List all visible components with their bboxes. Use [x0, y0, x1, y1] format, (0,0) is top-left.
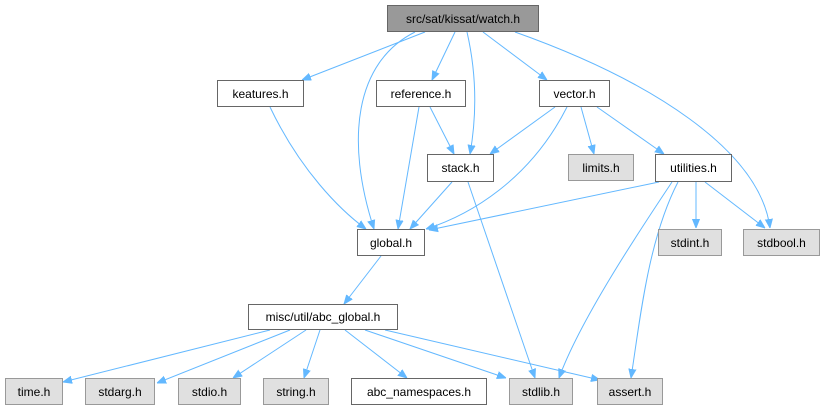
edge-global-abc-global	[344, 255, 382, 304]
edge-stack-stdlib	[467, 181, 535, 378]
node-keatures-h[interactable]: keatures.h	[217, 80, 304, 107]
node-global-h[interactable]: global.h	[357, 229, 425, 256]
edge-vector-limits	[580, 106, 594, 154]
edge-watch-stack	[466, 31, 475, 154]
edge-utilities-stdbool	[704, 181, 765, 228]
edge-abc-global-assert	[384, 329, 600, 380]
node-reference-h[interactable]: reference.h	[376, 80, 466, 107]
node-assert-h: assert.h	[597, 378, 663, 405]
node-stack-h[interactable]: stack.h	[427, 154, 494, 182]
edge-watch-reference	[432, 31, 456, 80]
edge-abc-global-abc-namespaces	[344, 329, 407, 378]
node-watch-h[interactable]: src/sat/kissat/watch.h	[387, 5, 539, 32]
edge-utilities-global	[429, 181, 660, 230]
edge-reference-stack	[429, 106, 454, 154]
edge-abc-global-stdio	[233, 329, 307, 378]
edge-keatures-global	[269, 106, 366, 229]
edge-watch-global	[357, 31, 416, 229]
node-time-h: time.h	[5, 378, 63, 405]
edge-abc-global-stdlib	[364, 329, 506, 378]
node-limits-h: limits.h	[568, 154, 634, 181]
node-stdbool-h: stdbool.h	[743, 229, 820, 256]
edge-abc-global-time	[63, 329, 271, 382]
edge-watch-vector	[482, 31, 547, 80]
edge-abc-global-string	[304, 329, 321, 378]
node-stdlib-h: stdlib.h	[509, 378, 573, 405]
edge-watch-stdbool	[514, 31, 770, 228]
edge-vector-global	[426, 106, 568, 229]
edge-utilities-stdlib	[559, 181, 673, 378]
node-abc-namespaces-h[interactable]: abc_namespaces.h	[351, 378, 487, 405]
edge-vector-stack	[490, 106, 556, 154]
node-vector-h[interactable]: vector.h	[539, 80, 610, 107]
edge-reference-global	[398, 106, 420, 229]
edge-watch-keatures	[302, 31, 426, 80]
edge-vector-utilities	[596, 106, 664, 154]
node-string-h: string.h	[263, 378, 329, 405]
node-abc-global-h[interactable]: misc/util/abc_global.h	[248, 304, 398, 330]
edge-abc-global-stdarg	[157, 329, 291, 384]
node-stdarg-h: stdarg.h	[85, 378, 155, 405]
node-utilities-h[interactable]: utilities.h	[655, 154, 732, 182]
edge-stack-global	[410, 181, 453, 229]
node-stdint-h: stdint.h	[658, 229, 722, 256]
edge-utilities-assert	[631, 181, 679, 378]
node-stdio-h: stdio.h	[178, 378, 241, 405]
